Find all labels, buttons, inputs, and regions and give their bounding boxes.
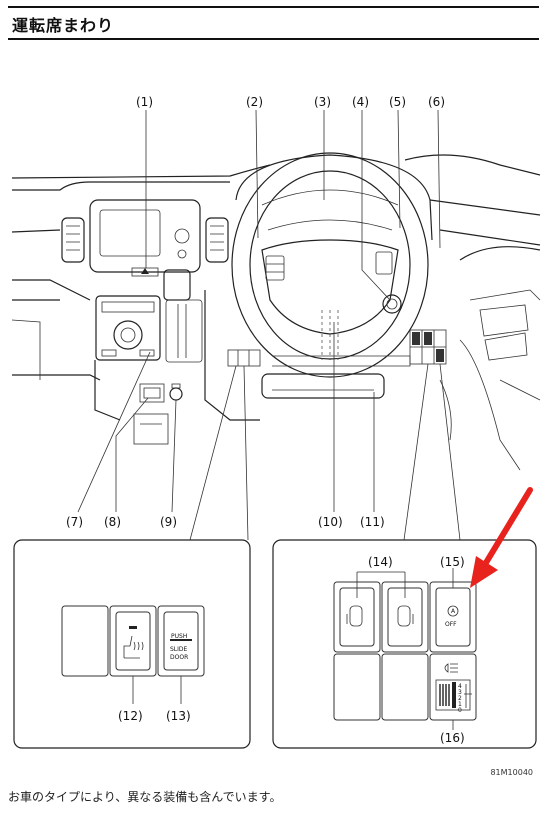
footnote: お車のタイプにより、異なる装備も含んでいます。 [8, 790, 282, 804]
page-title: 運転席まわり [12, 16, 115, 35]
level-1-text: 1 [458, 701, 462, 708]
level-2-text: 2 [458, 695, 462, 702]
level-3-text: 3 [458, 689, 462, 696]
callout-7: (7) [66, 515, 83, 529]
seat-heater-icon [123, 635, 144, 659]
auto-off-text: OFF [445, 621, 457, 628]
callout-16: (16) [440, 731, 465, 745]
callout-leaders [77, 109, 461, 541]
callout-11: (11) [360, 515, 385, 529]
callout-14: (14) [368, 555, 393, 569]
callout-6: (6) [428, 95, 445, 109]
slide-door-text-1: SLIDE [170, 646, 188, 653]
callout-12: (12) [118, 709, 143, 723]
callout-13: (13) [166, 709, 191, 723]
auto-off-a-text: A [451, 608, 456, 615]
callout-10: (10) [318, 515, 343, 529]
center-stack [61, 199, 261, 445]
level-4-text: 4 [458, 683, 462, 690]
callout-8: (8) [104, 515, 121, 529]
slide-door-text-2: DOOR [170, 654, 188, 661]
level-0-text: 0 [458, 707, 462, 714]
steering-wheel [231, 152, 433, 399]
detail-panel-right: A OFF 4 3 2 1 0 [272, 539, 537, 749]
slide-door-push-text: PUSH [171, 633, 187, 640]
callout-4: (4) [352, 95, 369, 109]
dashboard-outline [11, 154, 541, 471]
callout-3: (3) [314, 95, 331, 109]
section-header: 運転席まわり [8, 6, 539, 40]
red-arrow-icon [470, 487, 533, 588]
callout-15: (15) [440, 555, 465, 569]
callout-1: (1) [136, 95, 153, 109]
callout-5: (5) [389, 95, 406, 109]
figure-code: 81M10040 [490, 768, 533, 777]
slide-door-left-icon [346, 605, 363, 627]
slide-door-right-icon [397, 605, 414, 627]
right-switch-cluster [409, 329, 447, 365]
detail-panel-left: PUSH SLIDE DOOR [13, 539, 251, 749]
callout-2: (2) [246, 95, 263, 109]
callout-9: (9) [160, 515, 177, 529]
headlight-leveling-icon [444, 663, 458, 673]
